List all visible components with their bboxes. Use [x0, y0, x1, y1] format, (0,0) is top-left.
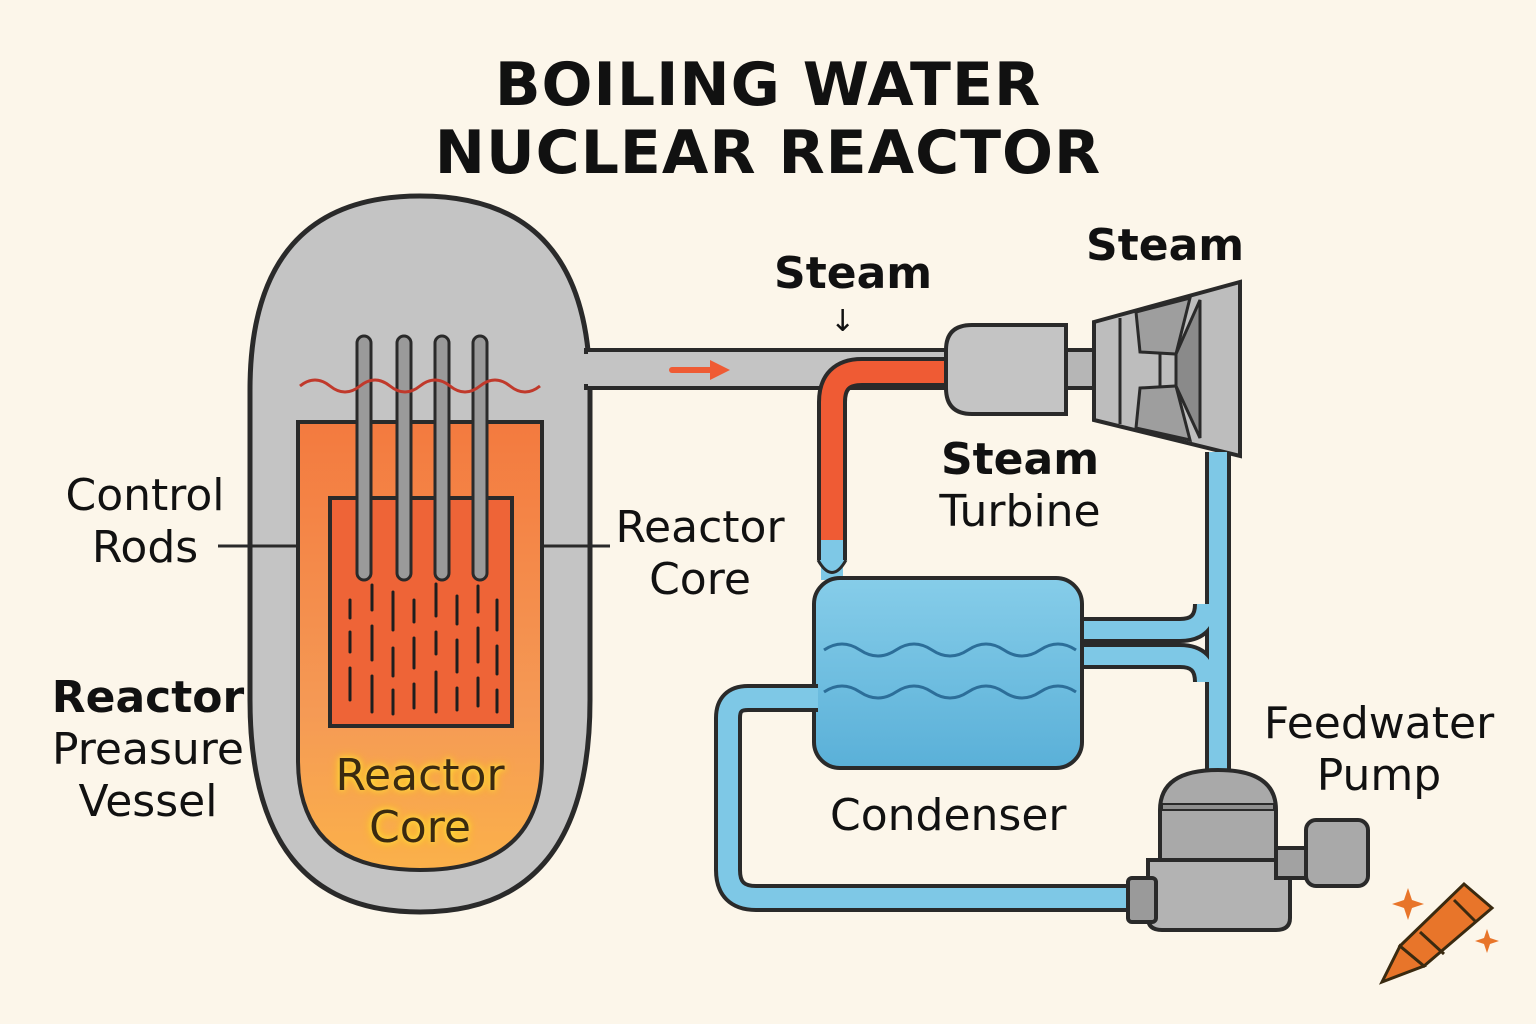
steam-arrow-icon: ↓	[830, 304, 856, 339]
feedwater-pump	[1126, 767, 1370, 932]
steam-turbine-label-line1: Steam	[940, 434, 1100, 485]
steam-turbine-label-line2: Turbine	[939, 486, 1101, 537]
control-rods	[355, 334, 489, 582]
control-rods-label-line1: Control	[65, 470, 225, 521]
pressure-vessel-label: Reactor Preasure Vessel	[48, 672, 248, 828]
steam-descent-pipe-fill	[821, 361, 945, 548]
condenser-connector-mid-fill	[1078, 647, 1215, 683]
fuel-rods	[348, 582, 499, 716]
turbine-shaft	[1064, 348, 1096, 390]
condenser-waves	[823, 642, 1077, 700]
steam-turbine-label: Steam Turbine	[930, 434, 1110, 538]
reactor-core-side-label: Reactor Core	[612, 502, 788, 606]
crayon-icon	[1378, 881, 1499, 985]
title-line-1: BOILING WATER	[494, 50, 1042, 120]
feedwater-loop-pipe-fill	[718, 688, 1136, 908]
reactor-core-inner-label: Reactor Core	[320, 750, 520, 854]
turbine-rotor	[1092, 279, 1242, 459]
return-pipe-cover	[1209, 590, 1227, 694]
feedwater-pump-label-line2: Pump	[1316, 750, 1442, 801]
feedwater-pump-label: Feedwater Pump	[1262, 698, 1496, 802]
pressure-vessel-label-line3: Vessel	[78, 776, 218, 827]
reactor-core-side-label-line1: Reactor	[615, 502, 785, 553]
pressure-vessel-label-line1: Reactor	[51, 672, 245, 723]
condenser-tank	[812, 576, 1084, 770]
reactor-core-inner-label-line2: Core	[369, 802, 471, 853]
reactor-core-side-label-line2: Core	[649, 554, 751, 605]
vessel-water-wave	[299, 378, 541, 394]
steam-pipe-join	[580, 354, 592, 384]
condenser-neck	[816, 559, 848, 574]
steam-pipe-label: Steam	[774, 248, 933, 299]
steam-top-label: Steam	[1086, 220, 1245, 271]
condenser-connector-top-fill	[1078, 603, 1215, 639]
turbine-housing	[944, 323, 1068, 416]
control-rods-label-line2: Rods	[91, 522, 199, 573]
reactor-core-inner-label-line1: Reactor	[335, 750, 505, 801]
title-line-2: NUCLEAR REACTOR	[434, 118, 1102, 188]
condenser-label: Condenser	[830, 790, 1067, 841]
flow-arrow-icon	[669, 360, 730, 380]
pressure-vessel-label-line2: Preasure	[52, 724, 244, 775]
control-rods-label: Control Rods	[60, 470, 230, 574]
steam-descent-pipe	[817, 357, 945, 560]
feedwater-pump-label-line1: Feedwater	[1263, 698, 1495, 749]
turbine-blades	[1118, 295, 1202, 442]
